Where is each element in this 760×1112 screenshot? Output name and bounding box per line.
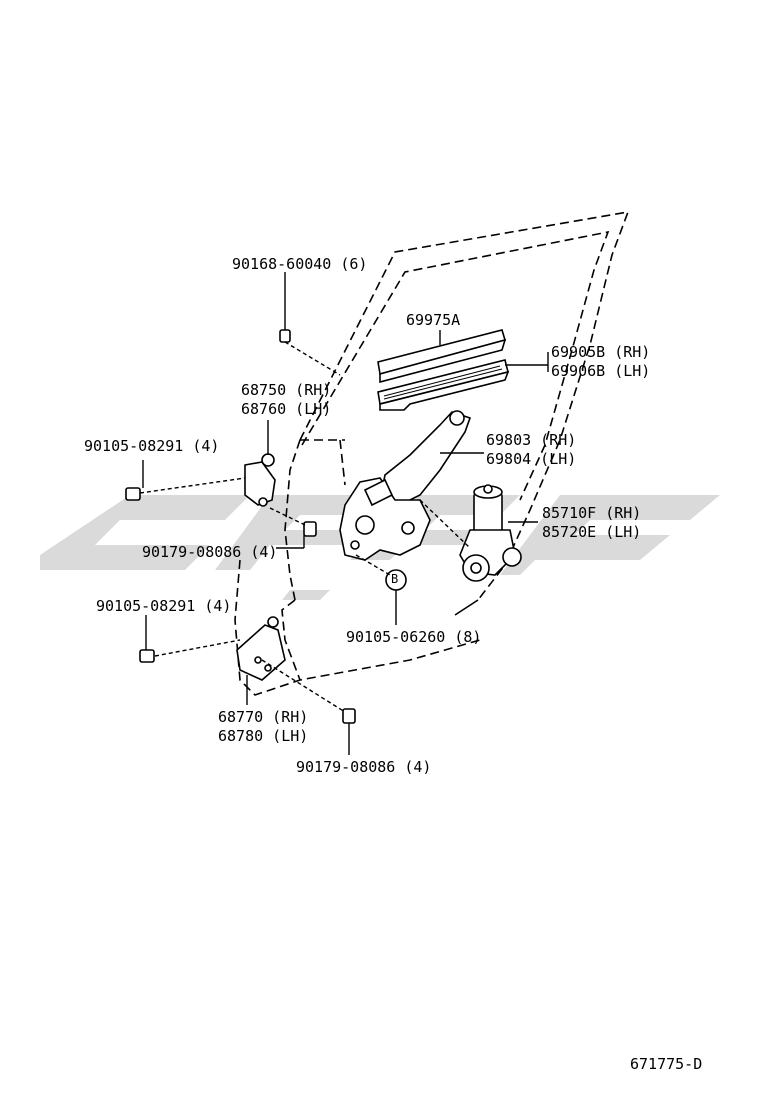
nut-90179-bot [342, 708, 356, 724]
label-69804: 69804 (LH) [486, 450, 577, 468]
weatherstrip-69905b [377, 359, 510, 411]
label-85720e: 85720E (LH) [542, 523, 642, 541]
bolt-90105-top [125, 487, 141, 501]
nut-90179-top [303, 521, 317, 537]
label-90105-08291-top: 90105-08291 (4) [84, 437, 220, 455]
window-motor-85710f [454, 484, 522, 616]
bolt-90168 [279, 329, 291, 343]
label-90179-08086-bot: 90179-08086 (4) [296, 758, 432, 776]
label-69975a: 69975A [406, 311, 461, 329]
label-90168-60040: 90168-60040 (6) [232, 255, 368, 273]
leader-lines [139, 272, 549, 755]
callout-b-letter: B [391, 572, 399, 586]
diagram-reference-number: 671775-D [630, 1055, 703, 1073]
label-68760: 68760 (LH) [241, 400, 332, 418]
fasteners [125, 329, 356, 724]
window-regulator-69803 [339, 410, 472, 561]
label-85710f: 85710F (RH) [542, 504, 642, 522]
label-68780: 68780 (LH) [218, 727, 309, 745]
label-90105-06260: 90105-06260 (8) [346, 628, 482, 646]
glass-channel-69975a [377, 329, 507, 384]
label-69906b: 69906B (LH) [551, 362, 651, 380]
hinge-upper-68750 [244, 453, 276, 507]
label-90105-08291-bot: 90105-08291 (4) [96, 597, 232, 615]
bolt-90105-bot [139, 649, 155, 663]
label-69803: 69803 (RH) [486, 431, 577, 449]
label-69905b: 69905B (RH) [551, 343, 651, 361]
label-90179-08086-top: 90179-08086 (4) [142, 543, 278, 561]
label-68770: 68770 (RH) [218, 708, 309, 726]
label-68750: 68750 (RH) [241, 381, 332, 399]
hinge-lower-68770 [236, 616, 286, 681]
